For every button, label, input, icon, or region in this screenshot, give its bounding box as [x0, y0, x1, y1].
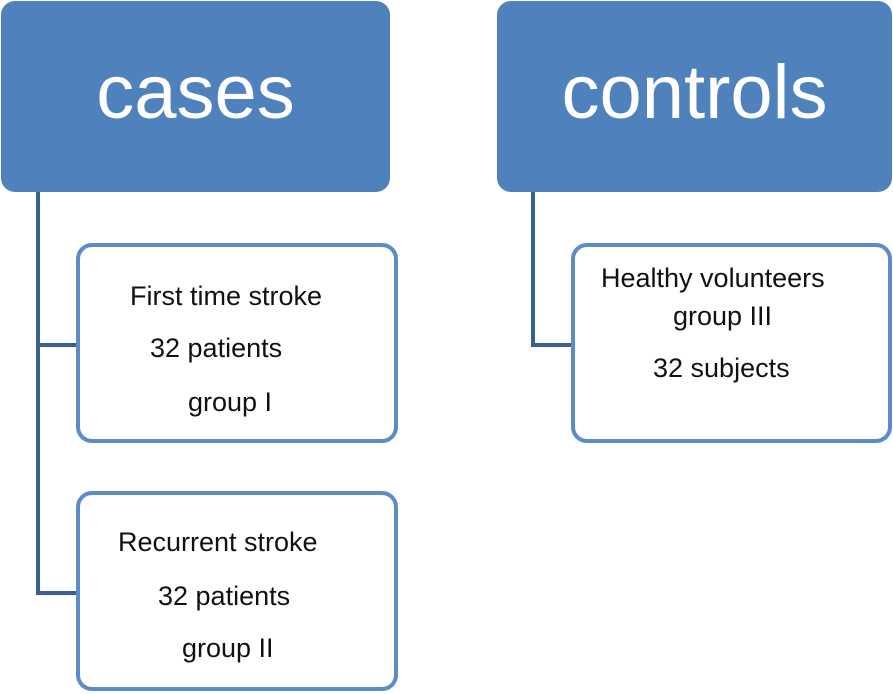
child-line: First time stroke [130, 281, 323, 311]
controls-header-box: controls [497, 1, 892, 192]
child-line: Recurrent stroke [118, 527, 318, 557]
child-line: Healthy volunteers [601, 263, 825, 293]
controls-header-label: controls [561, 49, 828, 135]
first-time-stroke-box: First time stroke 32 patients group I [76, 243, 398, 443]
child-line: group I [188, 387, 273, 417]
cases-header-box: cases [1, 1, 390, 192]
healthy-volunteers-box: Healthy volunteers group III 32 subjects [571, 243, 892, 443]
cases-header-label: cases [96, 49, 295, 135]
child-line: 32 patients [158, 581, 291, 611]
child-line: 32 subjects [653, 353, 790, 383]
child-line: group III [673, 301, 773, 331]
child-line: group II [182, 633, 274, 663]
recurrent-stroke-box: Recurrent stroke 32 patients group II [76, 491, 398, 691]
child-line: 32 patients [150, 333, 283, 363]
